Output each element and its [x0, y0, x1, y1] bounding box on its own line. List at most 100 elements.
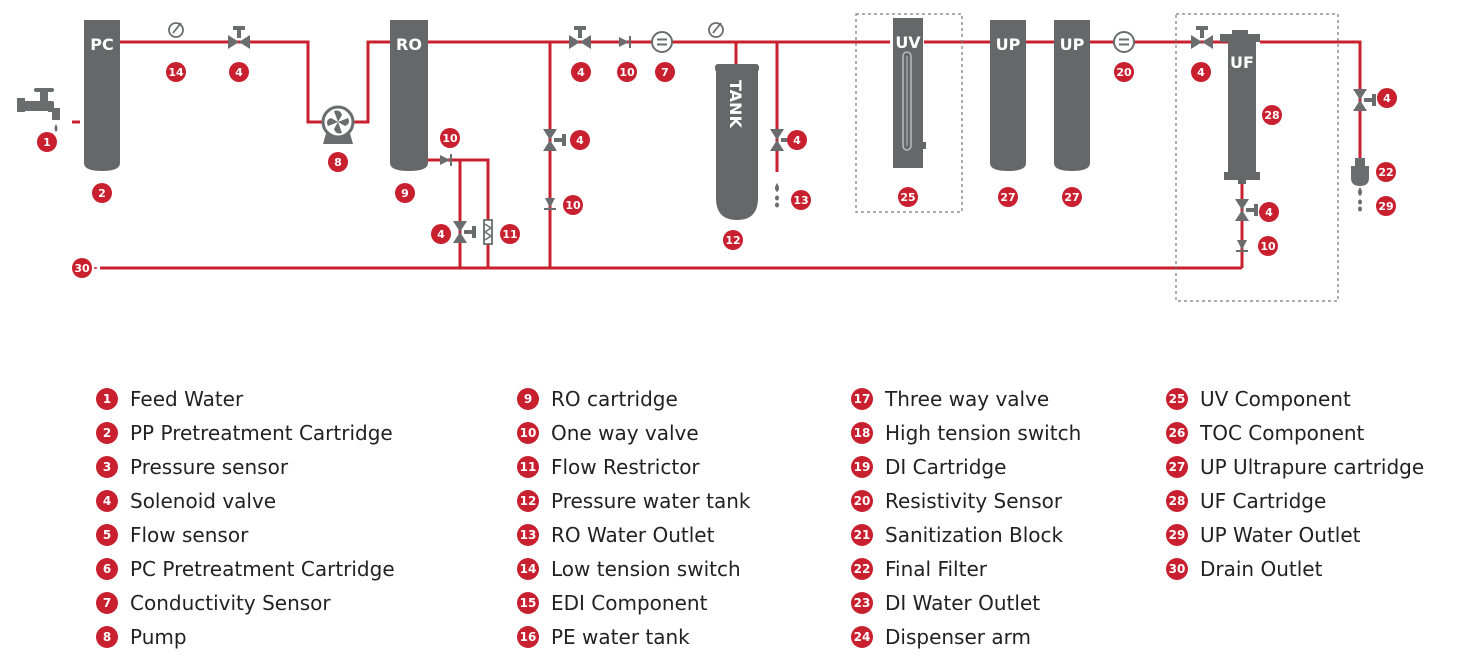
uv-label: UV — [895, 33, 921, 52]
marker-number: 4 — [1383, 92, 1391, 105]
marker-valve_ro_out: 4 — [787, 130, 807, 150]
legend-number-badge: 3 — [96, 456, 118, 478]
pressure-gauge-icon — [708, 22, 724, 38]
legend-label: High tension switch — [885, 421, 1082, 445]
legend-label: One way valve — [551, 421, 699, 445]
marker-up1: 27 — [998, 187, 1018, 207]
marker-number: 10 — [565, 199, 581, 212]
legend-number-badge: 23 — [851, 592, 873, 614]
solenoid-valve-icon — [1353, 89, 1376, 111]
legend-number-badge: 21 — [851, 524, 873, 546]
marker-number: 30 — [74, 262, 90, 275]
marker-valve_top_mid: 4 — [571, 62, 591, 82]
marker-valve_uf_drain: 4 — [1259, 202, 1279, 222]
marker-number: 28 — [1264, 109, 1279, 122]
tap-icon — [17, 88, 60, 132]
marker-number: 10 — [1260, 240, 1276, 253]
legend-label: UV Component — [1200, 387, 1351, 411]
marker-number: 4 — [235, 66, 243, 79]
legend-label: UP Ultrapure cartridge — [1200, 455, 1425, 479]
legend-label: UP Water Outlet — [1200, 523, 1361, 547]
legend-label: Pressure water tank — [551, 489, 751, 513]
marker-number: 13 — [793, 194, 808, 207]
marker-cond_sensor: 7 — [655, 62, 675, 82]
legend-number-badge: 25 — [1166, 388, 1188, 410]
legend-label: UF Cartridge — [1200, 489, 1327, 513]
marker-number: 22 — [1378, 166, 1393, 179]
legend-label: Solenoid valve — [130, 489, 277, 513]
legend-number-badge: 19 — [851, 456, 873, 478]
legend-label: Drain Outlet — [1200, 557, 1323, 581]
marker-owv_bypass: 10 — [563, 195, 583, 215]
marker-number: 12 — [725, 234, 740, 247]
marker-gauge_lts: 14 — [166, 62, 186, 82]
solenoid-valve-icon — [453, 221, 476, 243]
legend-label: RO Water Outlet — [551, 523, 715, 547]
legend-number-badge: 30 — [1166, 558, 1188, 580]
uf-cartridge: UF — [1220, 30, 1260, 184]
legend-label: Feed Water — [130, 387, 244, 411]
marker-number: 4 — [793, 134, 801, 147]
legend-number-badge: 6 — [96, 558, 118, 580]
marker-uv: 25 — [898, 187, 918, 207]
marker-number: 27 — [1000, 191, 1015, 204]
flow-restrictor-icon — [483, 219, 493, 245]
conductivity-sensor-icon — [651, 31, 673, 53]
legend-label: TOC Component — [1200, 421, 1365, 445]
pc-label: PC — [90, 35, 113, 54]
marker-valve_before_uf: 4 — [1191, 62, 1211, 82]
marker-valve_bypass: 4 — [570, 130, 590, 150]
legend-number-badge: 5 — [96, 524, 118, 546]
legend-number-badge: 24 — [851, 626, 873, 648]
up-cartridge-1: UP — [990, 20, 1026, 171]
legend-label: DI Water Outlet — [885, 591, 1041, 615]
water-system-diagram: PC RO TANK UV UP UP UF — [17, 13, 1397, 302]
final-filter-icon — [1351, 158, 1369, 186]
marker-number: 10 — [619, 66, 635, 79]
legend-number-badge: 10 — [517, 422, 539, 444]
marker-number: 10 — [442, 132, 458, 145]
marker-number: 4 — [437, 228, 445, 241]
marker-owv_top: 10 — [617, 62, 637, 82]
legend-number-badge: 16 — [517, 626, 539, 648]
legend-number-badge: 15 — [517, 592, 539, 614]
marker-owv_uf_drain: 10 — [1258, 236, 1278, 256]
legend-number-badge: 9 — [517, 388, 539, 410]
marker-feed: 1 — [37, 132, 57, 152]
legend-label: PP Pretreatment Cartridge — [130, 421, 393, 445]
one-way-valve-icon — [544, 198, 556, 210]
legend-label: Dispenser arm — [885, 625, 1031, 649]
one-way-valve-icon — [1236, 240, 1248, 252]
legend-number-badge: 2 — [96, 422, 118, 444]
marker-ro_outlet: 13 — [791, 190, 811, 210]
marker-up_outlet: 29 — [1376, 196, 1396, 216]
marker-pump: 8 — [328, 152, 348, 172]
legend-number-badge: 18 — [851, 422, 873, 444]
resistivity-sensor-icon — [1113, 31, 1135, 53]
marker-drain: 30 — [72, 258, 92, 278]
marker-number: 4 — [1265, 206, 1273, 219]
tank-label: TANK — [726, 80, 745, 128]
legend-label: Conductivity Sensor — [130, 591, 331, 615]
legend-label: Resistivity Sensor — [885, 489, 1063, 513]
marker-number: 8 — [334, 156, 342, 169]
solenoid-valve-icon — [228, 26, 250, 49]
legend-label: Final Filter — [885, 557, 987, 581]
marker-number: 4 — [577, 66, 585, 79]
marker-number: 2 — [98, 187, 106, 200]
up1-label: UP — [996, 35, 1021, 54]
uf-label: UF — [1230, 53, 1254, 72]
legend-number-badge: 26 — [1166, 422, 1188, 444]
legend-label: Pump — [130, 625, 187, 649]
marker-number: 20 — [1116, 66, 1132, 79]
legend-label: Flow sensor — [130, 523, 249, 547]
marker-owv_ro_drain: 10 — [440, 128, 460, 148]
marker-tank: 12 — [723, 230, 743, 250]
legend-number-badge: 17 — [851, 388, 873, 410]
marker-resistivity: 20 — [1114, 62, 1134, 82]
legend-number-badge: 27 — [1166, 456, 1188, 478]
legend-number-badge: 11 — [517, 456, 539, 478]
legend-label: PC Pretreatment Cartridge — [130, 557, 395, 581]
legend-label: Low tension switch — [551, 557, 741, 581]
